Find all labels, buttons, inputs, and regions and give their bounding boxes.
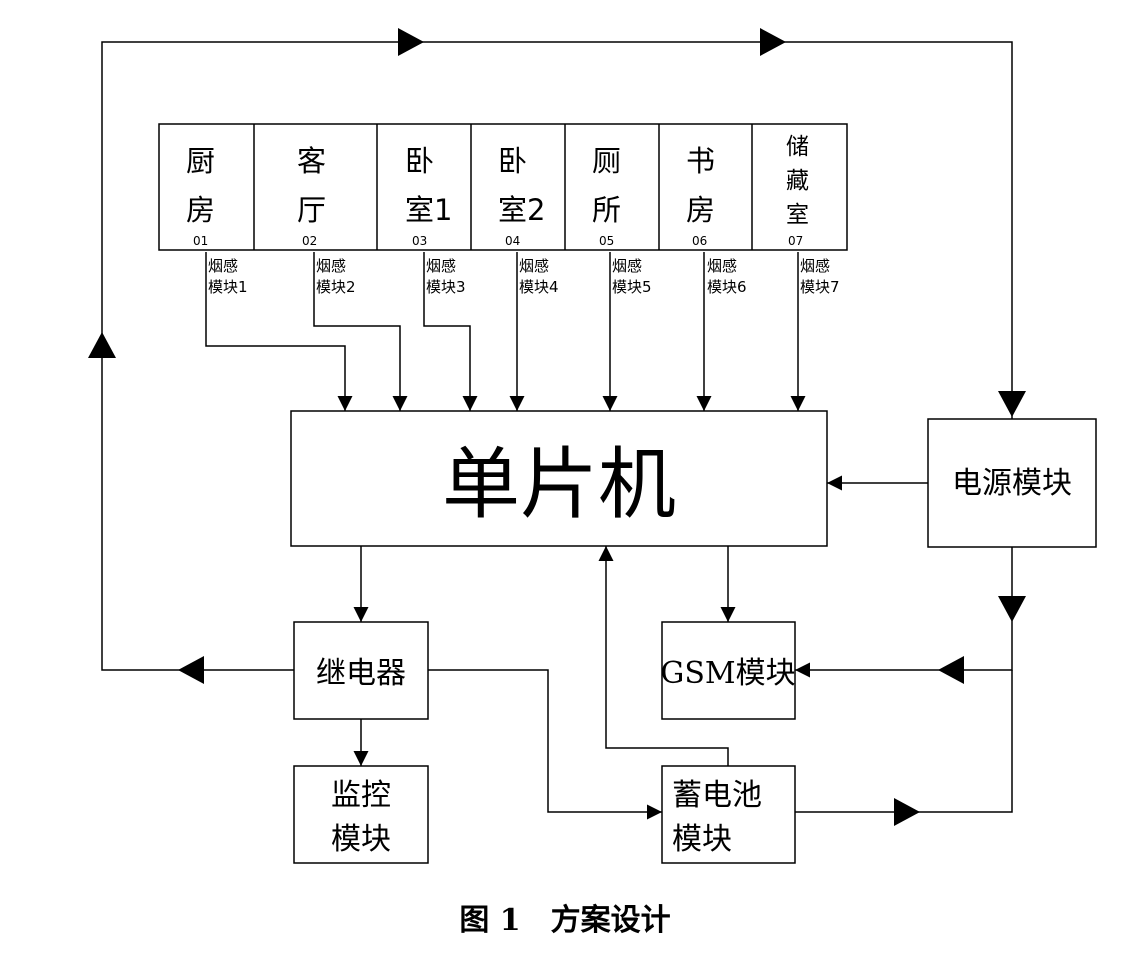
room-label: 所: [592, 193, 621, 227]
sensor-label: 烟感: [519, 257, 549, 275]
sensor-label: 模块2: [316, 278, 356, 296]
battery-label: 模块: [672, 822, 732, 857]
arrow-right-top-1: [398, 28, 424, 56]
arrow-up-left: [88, 332, 116, 358]
room-bedroom-1: 卧 室1 03: [405, 144, 452, 248]
battery-to-power-line: [795, 670, 1013, 813]
room-label: 厨: [186, 144, 215, 178]
top-loop-line: [101, 41, 1013, 671]
sensor-label: 模块6: [707, 278, 747, 296]
sensor-label: 模块7: [800, 278, 840, 296]
arrow-left-relay-out: [178, 656, 204, 684]
room-label: 卧: [498, 144, 527, 178]
room-bedroom-2: 卧 室2 04: [498, 144, 545, 248]
sensor-label: 烟感: [800, 257, 830, 275]
smoke-sensor-labels: 烟感 模块1 烟感 模块2 烟感 模块3 烟感 模块4 烟感 模块5 烟感 模块…: [208, 257, 840, 296]
room-number: 04: [505, 234, 520, 248]
mcu-label: 单片机: [442, 440, 676, 530]
figure-caption: 图 1 方案设计: [459, 903, 670, 938]
arrowheads: [88, 28, 1026, 826]
relay-label: 继电器: [316, 656, 406, 691]
room-study: 书 房 06: [686, 144, 715, 248]
sensor-label: 烟感: [707, 257, 737, 275]
room-label: 厅: [297, 193, 326, 227]
room-number: 01: [193, 234, 208, 248]
room-label: 书: [686, 144, 715, 178]
room-label: 室2: [498, 193, 545, 227]
room-label: 储: [786, 134, 809, 160]
sensor-label: 模块5: [612, 278, 652, 296]
room-number: 02: [302, 234, 317, 248]
room-storage: 储 藏 室 07: [786, 134, 809, 248]
room-label: 房: [686, 193, 715, 227]
sensor-lines: [205, 252, 806, 411]
room-number: 03: [412, 234, 427, 248]
monitor-label: 模块: [331, 822, 391, 857]
room-label: 藏: [786, 168, 809, 194]
arrow-right-top-2: [760, 28, 786, 56]
room-table: [158, 123, 848, 251]
sensor-label: 模块4: [519, 278, 559, 296]
sensor-label: 烟感: [208, 257, 238, 275]
sensor-label: 烟感: [426, 257, 456, 275]
sensor-label: 烟感: [612, 257, 642, 275]
battery-label: 蓄电池: [672, 778, 762, 813]
monitor-label: 监控: [331, 778, 391, 813]
power-label: 电源模块: [952, 466, 1072, 501]
monitor-module: 监控 模块: [293, 765, 429, 864]
room-toilet: 厕 所 05: [592, 144, 621, 248]
room-number: 07: [788, 234, 803, 248]
room-number: 05: [599, 234, 614, 248]
room-label: 室1: [405, 193, 452, 227]
arrow-down-power-top: [998, 391, 1026, 417]
arrow-left-gsm-feed: [938, 656, 964, 684]
sensor-label: 模块1: [208, 278, 248, 296]
battery-to-mcu-line: [598, 546, 729, 766]
relay-block: 继电器: [293, 621, 429, 720]
gsm-module: GSM模块: [660, 621, 796, 720]
gsm-label: GSM模块: [660, 656, 795, 691]
room-label: 房: [186, 193, 215, 227]
power-to-gsm-line: [795, 547, 1013, 678]
sensor-label: 模块3: [426, 278, 466, 296]
arrow-down-power: [998, 596, 1026, 622]
relay-to-battery-line: [428, 669, 662, 820]
arrow-right-battery-feed: [894, 798, 920, 826]
sensor-label: 烟感: [316, 257, 346, 275]
power-module: 电源模块: [927, 418, 1097, 548]
room-label: 客: [297, 144, 326, 178]
room-living-room: 客 厅 02: [297, 144, 326, 248]
battery-module: 蓄电池 模块: [661, 765, 796, 864]
wiring: [101, 41, 1013, 820]
mcu-block: 单片机: [290, 410, 828, 547]
room-kitchen: 厨 房 01: [186, 144, 215, 248]
room-label: 室: [786, 202, 809, 228]
room-label: 厕: [592, 144, 621, 178]
room-label: 卧: [405, 144, 434, 178]
room-number: 06: [692, 234, 707, 248]
